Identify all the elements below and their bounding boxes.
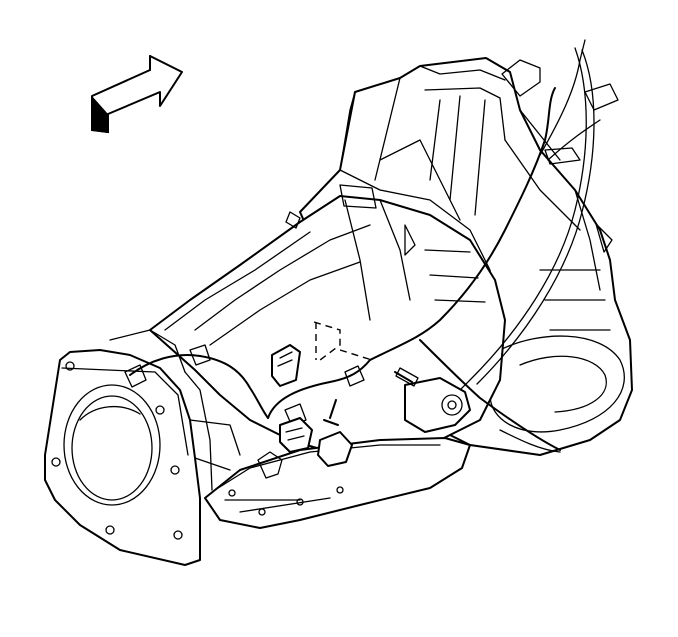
alignment-lines — [313, 321, 373, 361]
oil-pan — [204, 437, 471, 529]
pan-fitting — [257, 451, 283, 479]
forward-arrow-icon — [91, 55, 183, 134]
wiring-harness — [124, 39, 619, 453]
electrical-connector — [279, 417, 313, 453]
bell-housing-adapter — [44, 329, 241, 566]
vent-tube — [317, 399, 353, 467]
connector-bracket — [271, 344, 301, 387]
speed-sensor — [394, 367, 471, 433]
